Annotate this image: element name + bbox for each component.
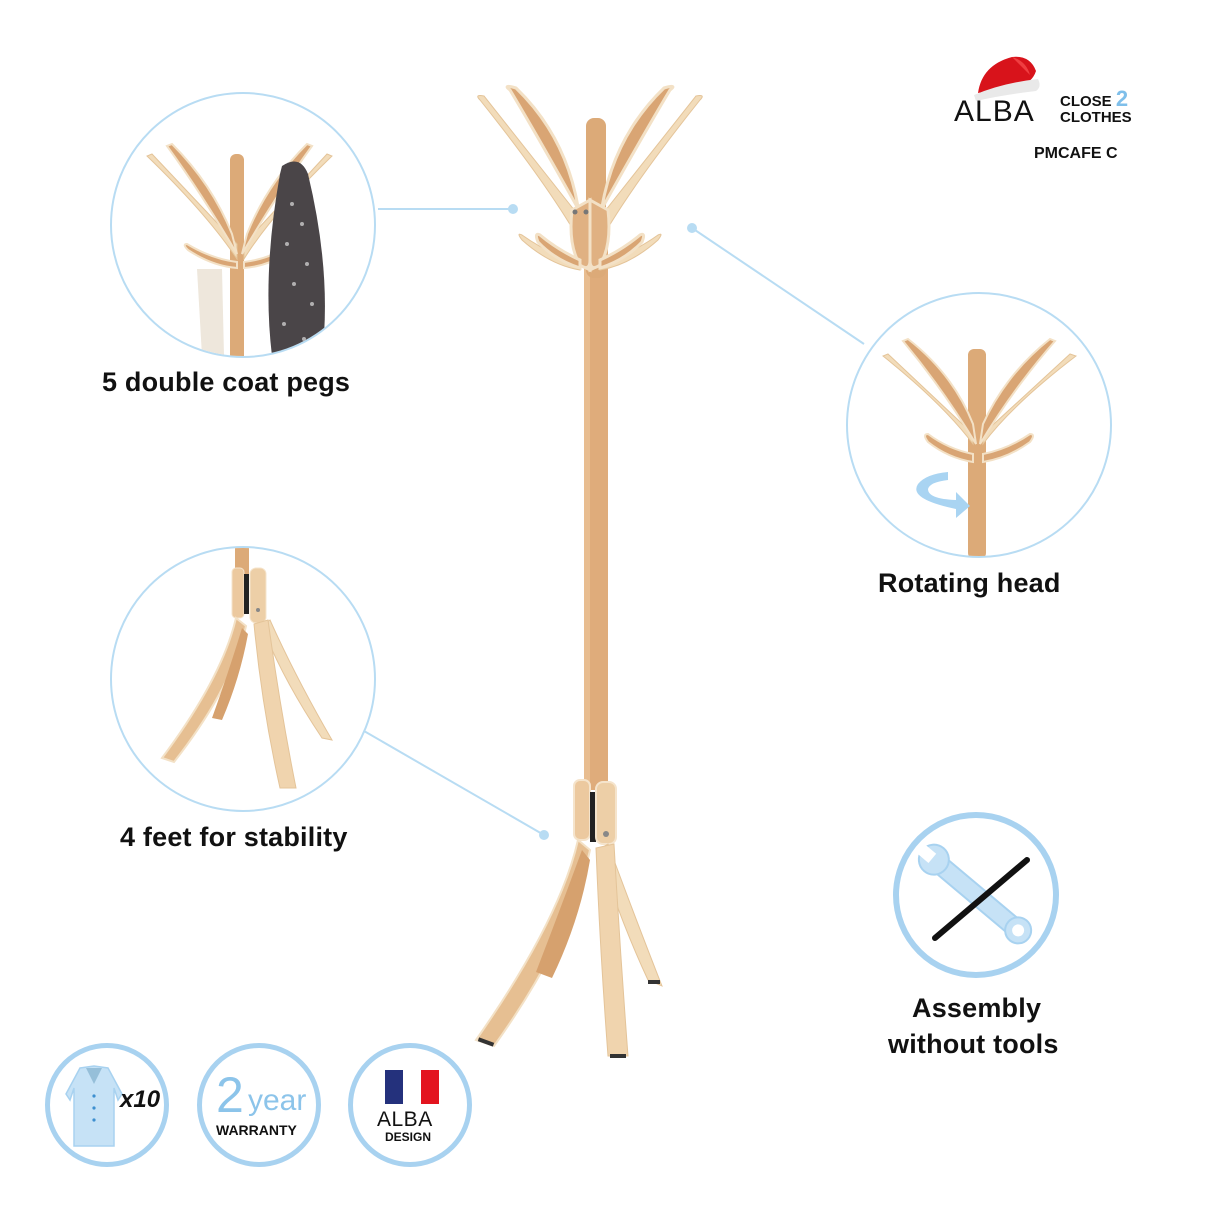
- feature-label-coat-pegs: 5 double coat pegs: [102, 367, 351, 397]
- feature-circle-feet: [110, 546, 376, 812]
- feature-circle-coat-pegs: [110, 92, 376, 358]
- badge-capacity: x10: [45, 1043, 169, 1167]
- design-brand: ALBA: [377, 1108, 433, 1131]
- badge-warranty: 2 year WARRANTY: [197, 1043, 321, 1167]
- capacity-text: x10: [120, 1086, 161, 1113]
- brand-logo: ALBA CLOSE 2 CLOTHES: [950, 55, 1150, 130]
- warranty-unit: year: [248, 1084, 307, 1117]
- santa-hat-icon: [974, 56, 1040, 101]
- design-label: DESIGN: [385, 1130, 432, 1144]
- tagline-number: 2: [1115, 86, 1129, 111]
- feature-label-feet: 4 feet for stability: [120, 822, 348, 852]
- coat-icon: [65, 1065, 123, 1147]
- warranty-number: 2: [216, 1067, 244, 1123]
- feature-label-rotating-head: Rotating head: [878, 568, 1061, 598]
- tagline-clothes: CLOTHES: [1060, 109, 1132, 126]
- feet-detail-image: [160, 548, 333, 789]
- rotate-arrow-icon: [916, 472, 970, 518]
- france-flag-icon: [385, 1070, 439, 1104]
- brand-tagline: CLOSE 2 CLOTHES: [1060, 88, 1132, 126]
- no-tools-icon: [914, 842, 1033, 945]
- rotating-head-detail-image: [882, 337, 1078, 556]
- coat-pegs-detail-image: [146, 142, 333, 356]
- feature-circle-assembly: [893, 812, 1059, 978]
- feature-label-assembly-line1: Assembly: [912, 993, 1042, 1023]
- brand-alba-text: ALBA: [954, 95, 1035, 128]
- badge-alba-design: ALBA DESIGN: [348, 1043, 472, 1167]
- feature-label-assembly-line2: without tools: [888, 1029, 1059, 1059]
- warranty-label: WARRANTY: [216, 1122, 297, 1138]
- model-number: PMCAFE C: [1034, 145, 1118, 162]
- feature-circle-rotating-head: [846, 292, 1112, 558]
- coat-rack-product-image: [474, 84, 703, 1058]
- tagline-close: CLOSE: [1060, 93, 1112, 110]
